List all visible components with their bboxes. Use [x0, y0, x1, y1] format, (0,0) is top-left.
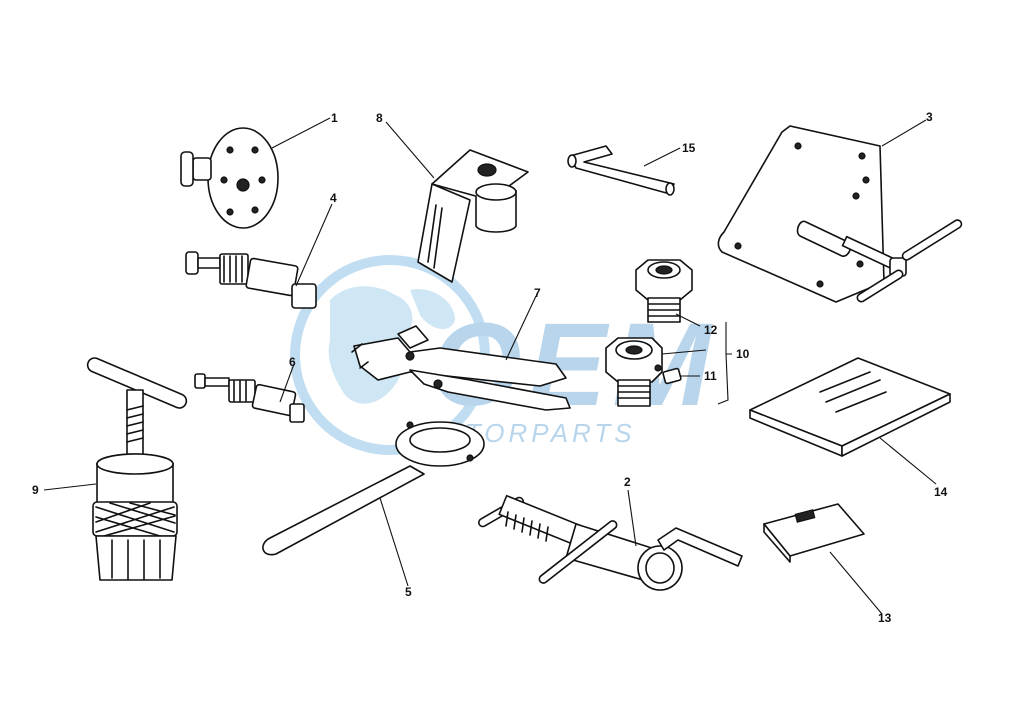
- part-3-mounting-plate: [717, 125, 963, 303]
- watermark-continents-2: [410, 289, 455, 330]
- callout-4: 4: [330, 191, 337, 205]
- callout-8: 8: [376, 111, 383, 125]
- part-14-manual: [749, 357, 951, 457]
- part-6-small-tool: [194, 373, 305, 423]
- callout-15: 15: [682, 141, 696, 155]
- callout-2: 2: [624, 475, 631, 489]
- callout-10: 10: [736, 347, 750, 361]
- callout-13: 13: [878, 611, 892, 625]
- part-13-booklet: [763, 503, 865, 563]
- callout-5: 5: [405, 585, 412, 599]
- callout-11: 11: [704, 369, 717, 383]
- callout-7: 7: [534, 286, 541, 300]
- callout-12: 12: [704, 323, 718, 337]
- part-15-hex-key: [567, 145, 675, 196]
- part-12-plug: [635, 259, 693, 323]
- part-4-threaded-puller: [185, 251, 317, 309]
- callout-14: 14: [934, 485, 948, 499]
- callout-1: 1: [331, 111, 338, 125]
- callout-6: 6: [289, 355, 296, 369]
- part-10-adaptor: [605, 337, 682, 407]
- callout-numbers: 1 4 6 8 15 3 7 12 10 11 9 5 2 14 13: [32, 110, 948, 625]
- part-5-spanner: [262, 421, 485, 556]
- part-7-holder: [351, 325, 571, 411]
- part-2-press: [478, 494, 743, 591]
- part-8-bracket: [417, 149, 529, 283]
- callout-3: 3: [926, 110, 933, 124]
- leader-lines: [43, 117, 937, 615]
- part-9-extractor: [86, 357, 188, 581]
- callout-9: 9: [32, 483, 39, 497]
- part-1-puller-disc: [180, 127, 279, 229]
